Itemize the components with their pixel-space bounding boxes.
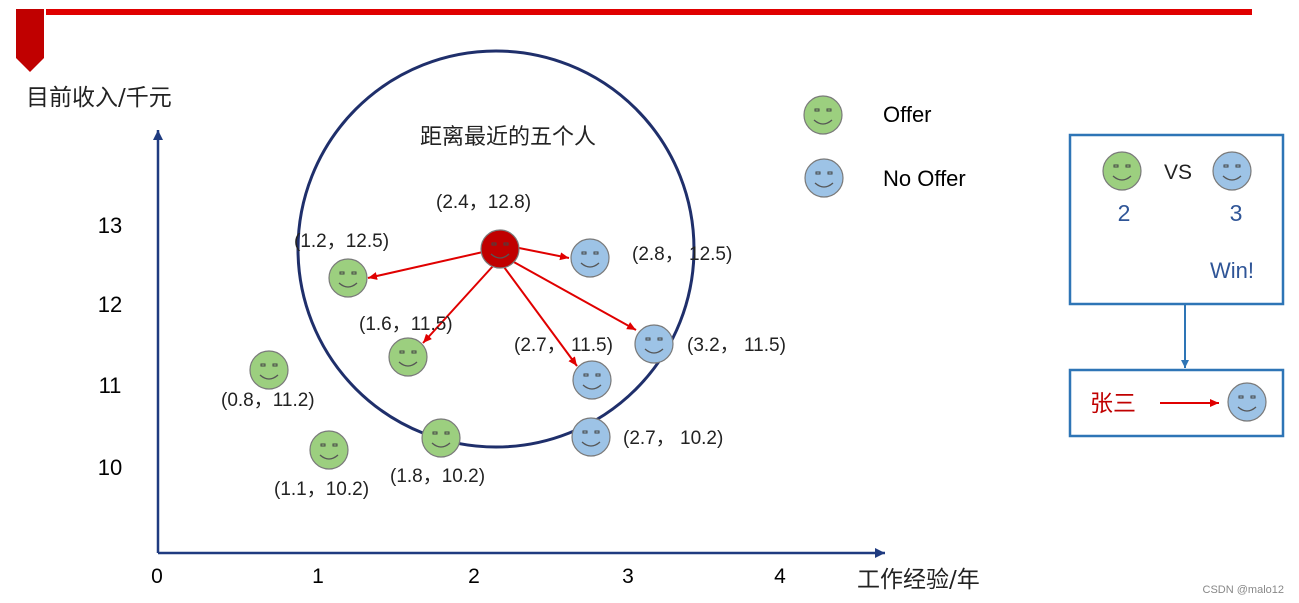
x-axis-label: 工作经验/年 [857,567,980,593]
point-label: (0.8，11.2) [221,390,315,411]
point-label: (1.1，10.2) [274,479,369,500]
no-offer-point-face [572,360,612,400]
legend: Offer No Offer [803,95,966,198]
point-labels: (2.4，12.8) (1.2，12.5) (2.8， 12.5) (1.6，1… [221,192,786,500]
vote-offer-count: 2 [1118,200,1131,226]
point-label: (1.6，11.5) [359,314,453,335]
watermark: CSDN @malo12 [1203,584,1284,596]
point-label: (2.4，12.8) [436,192,531,213]
axes: 目前收入/千元 工作经验/年 0 1 2 3 4 13 12 11 10 [26,85,980,593]
point-label: (1.2，12.5) [294,231,389,252]
y-tick-label: 12 [98,292,122,317]
arrow [518,247,570,261]
arrow [503,266,578,367]
target-point-face [480,229,520,269]
result-box: 张三 [1068,368,1285,438]
arrow [422,265,494,344]
y-axis-label: 目前收入/千元 [26,85,172,111]
point-label: (2.7， 11.5) [514,335,613,356]
offer-point-face [249,350,289,390]
arrow [367,251,484,280]
offer-point-face [309,430,349,470]
result-name: 张三 [1090,391,1136,417]
header-bar [46,9,1252,15]
legend-offer-label: Offer [883,102,932,127]
x-tick-label: 4 [774,565,786,588]
offer-point-face [388,337,428,377]
x-tick-label: 1 [312,565,324,588]
vote-no-offer-count: 3 [1230,200,1243,226]
no-offer-point-face [571,417,611,457]
point-label: (2.7， 10.2) [623,428,723,449]
arrow [511,260,637,331]
offer-point-face [421,418,461,458]
no-offer-point-face [634,324,674,364]
legend-offer-face [803,95,843,135]
neighbor-arrows [367,247,637,367]
point-label: (1.8，10.2) [390,466,485,487]
vote-vs-label: VS [1164,161,1192,184]
result-no-offer-face [1227,382,1267,422]
y-tick-label: 10 [98,455,122,480]
offer-point-face [328,258,368,298]
header-bookmark [16,9,44,72]
vote-result: Win! [1210,258,1254,283]
x-tick-label: 2 [468,565,480,588]
vote-no-offer-face [1212,151,1252,191]
circle-title: 距离最近的五个人 [420,125,596,150]
neighborhood-circle [296,49,696,449]
point-label: (2.8， 12.5) [632,244,732,265]
y-tick-label: 11 [99,373,122,398]
legend-no-offer-label: No Offer [883,166,966,191]
x-tick-label: 0 [151,565,163,588]
legend-no-offer-face [804,158,844,198]
x-tick-label: 3 [622,565,634,588]
point-label: (3.2， 11.5) [687,335,786,356]
y-tick-label: 13 [98,213,122,238]
vote-box: VS 2 3 Win! [1068,133,1285,306]
vote-offer-face [1102,151,1142,191]
no-offer-point-face [570,238,610,278]
